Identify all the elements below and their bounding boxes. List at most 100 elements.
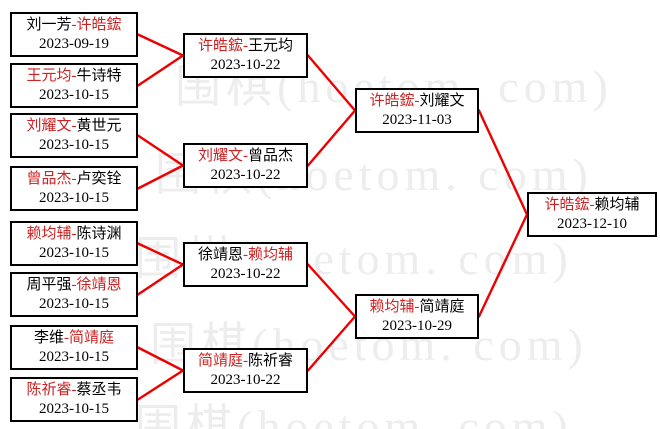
vs-dash: - — [243, 147, 248, 164]
connector-line — [136, 346, 185, 372]
player2-name: 曾品杰 — [248, 147, 294, 164]
vs-dash: - — [414, 92, 420, 109]
player2-name: 赖均辅 — [594, 196, 640, 213]
match-round2-1: 许皓鋐-王元均 2023-10-22 — [183, 33, 308, 78]
match-players: 刘耀文-曾品杰 — [198, 147, 293, 166]
player2-name: 徐靖恩 — [76, 276, 122, 293]
match-players: 王元均-牛诗特 — [26, 67, 121, 86]
match-date: 2023-10-15 — [39, 136, 109, 153]
match-round1-7: 李维-简靖庭 2023-10-15 — [10, 325, 138, 370]
match-date: 2023-10-22 — [210, 56, 281, 73]
player2-name: 赖均辅 — [248, 246, 294, 263]
match-date: 2023-10-15 — [39, 348, 109, 365]
connector-line — [477, 213, 529, 318]
match-players: 许皓鋐-王元均 — [198, 37, 293, 56]
player2-name: 陈祈睿 — [248, 352, 294, 369]
match-date: 2023-11-03 — [382, 111, 452, 128]
player2-name: 简靖庭 — [419, 298, 465, 315]
match-date: 2023-10-29 — [382, 317, 452, 334]
match-date: 2023-10-22 — [210, 265, 281, 282]
player1-name: 陈祈睿 — [26, 381, 72, 398]
player1-name: 刘一芳 — [26, 16, 72, 33]
connector-line — [136, 33, 185, 57]
player1-name: 许皓鋐 — [369, 92, 415, 109]
player2-name: 王元均 — [248, 37, 294, 54]
vs-dash: - — [414, 298, 420, 315]
match-round2-2: 刘耀文-曾品杰 2023-10-22 — [183, 143, 308, 188]
vs-dash: - — [71, 381, 77, 398]
connector-line — [477, 109, 529, 216]
match-round1-4: 曾品杰-卢奕铨 2023-10-15 — [10, 166, 138, 211]
vs-dash: - — [71, 276, 77, 293]
match-players: 陈祈睿-蔡丞韦 — [26, 381, 121, 400]
player1-name: 许皓鋐 — [544, 196, 590, 213]
match-date: 2023-10-15 — [39, 189, 109, 206]
connector-line — [136, 54, 185, 87]
player1-name: 李维 — [33, 329, 64, 346]
match-semifinal-2: 赖均辅-简靖庭 2023-10-29 — [355, 294, 479, 339]
player1-name: 刘耀文 — [26, 117, 72, 134]
player1-name: 简靖庭 — [197, 352, 243, 369]
match-date: 2023-12-10 — [557, 215, 627, 232]
match-round1-8: 陈祈睿-蔡丞韦 2023-10-15 — [10, 377, 138, 422]
player2-name: 黄世元 — [76, 117, 122, 134]
match-players: 许皓鋐-刘耀文 — [369, 92, 464, 111]
connector-line — [136, 369, 185, 401]
player1-name: 曾品杰 — [26, 170, 72, 187]
player1-name: 赖均辅 — [369, 298, 415, 315]
player2-name: 许皓鋐 — [76, 16, 122, 33]
player2-name: 卢奕铨 — [76, 170, 122, 187]
player1-name: 刘耀文 — [197, 147, 243, 164]
match-round1-2: 王元均-牛诗特 2023-10-15 — [10, 63, 138, 108]
vs-dash: - — [243, 37, 248, 54]
watermark-text: 围棋(hoetom. com) — [135, 401, 573, 429]
connector-line — [306, 54, 357, 112]
player2-name: 简靖庭 — [69, 329, 115, 346]
vs-dash: - — [64, 329, 69, 346]
vs-dash: - — [71, 16, 77, 33]
match-semifinal-1: 许皓鋐-刘耀文 2023-11-03 — [355, 88, 479, 133]
vs-dash: - — [71, 170, 77, 187]
connector-line — [306, 315, 357, 372]
match-round2-4: 简靖庭-陈祈睿 2023-10-22 — [183, 348, 308, 393]
player2-name: 蔡丞韦 — [76, 381, 122, 398]
match-players: 刘一芳-许皓鋐 — [26, 16, 121, 35]
player1-name: 徐靖恩 — [197, 246, 243, 263]
match-players: 周平强-徐靖恩 — [26, 276, 121, 295]
vs-dash: - — [243, 246, 248, 263]
match-round1-5: 赖均辅-陈诗渊 2023-10-15 — [10, 221, 138, 266]
match-round1-3: 刘耀文-黄世元 2023-10-15 — [10, 113, 138, 158]
player2-name: 陈诗渊 — [76, 225, 122, 242]
match-players: 简靖庭-陈祈睿 — [198, 352, 293, 371]
match-date: 2023-10-15 — [39, 86, 109, 103]
match-round2-3: 徐靖恩-赖均辅 2023-10-22 — [183, 242, 308, 287]
player2-name: 牛诗特 — [76, 67, 122, 84]
player1-name: 周平强 — [26, 276, 72, 293]
match-final: 许皓鋐-赖均辅 2023-12-10 — [527, 192, 657, 237]
match-round1-6: 周平强-徐靖恩 2023-10-15 — [10, 272, 138, 317]
match-round1-1: 刘一芳-许皓鋐 2023-09-19 — [10, 12, 138, 57]
match-players: 赖均辅-陈诗渊 — [26, 225, 121, 244]
player1-name: 王元均 — [26, 67, 72, 84]
match-date: 2023-10-15 — [39, 295, 109, 312]
match-players: 赖均辅-简靖庭 — [369, 298, 464, 317]
vs-dash: - — [71, 117, 77, 134]
match-date: 2023-10-22 — [210, 166, 281, 183]
vs-dash: - — [243, 352, 248, 369]
connector-line — [306, 109, 357, 167]
connector-line — [136, 242, 185, 266]
vs-dash: - — [589, 196, 595, 213]
player1-name: 许皓鋐 — [197, 37, 243, 54]
connector-line — [136, 134, 185, 167]
vs-dash: - — [71, 67, 77, 84]
connector-line — [136, 263, 185, 296]
connector-line — [136, 164, 185, 190]
player1-name: 赖均辅 — [26, 225, 72, 242]
connector-line — [306, 263, 357, 318]
match-date: 2023-10-22 — [210, 371, 281, 388]
match-players: 刘耀文-黄世元 — [26, 117, 121, 136]
match-players: 许皓鋐-赖均辅 — [544, 196, 639, 215]
vs-dash: - — [71, 225, 77, 242]
